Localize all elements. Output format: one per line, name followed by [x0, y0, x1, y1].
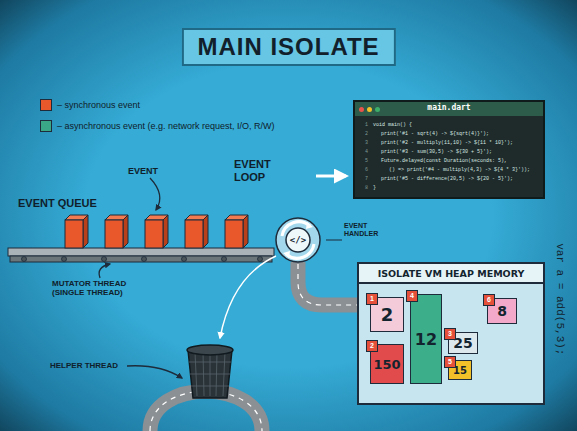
code-text: print('#5 - difference(20,5) -> ${20 - 5…: [373, 176, 513, 182]
value-text: 8: [497, 303, 507, 319]
handler-label: EVENT HANDLER: [344, 222, 392, 238]
event-label: EVENT: [128, 166, 178, 176]
legend-swatch: [40, 120, 52, 132]
code-line: 2 print('#1 - sqrt(4) -> ${sqrt(4)}');: [358, 129, 539, 138]
window-dot: [375, 107, 380, 112]
code-text: () => print('#4 - multiply(4,3) -> ${4 *…: [373, 167, 530, 173]
window-dot: [359, 107, 364, 112]
line-number: 7: [358, 176, 368, 182]
heap-memory: ISOLATE VM HEAP MEMORY12215041232551568: [357, 262, 545, 405]
legend-text: – synchronous event: [57, 100, 140, 110]
code-line: 7 print('#5 - difference(20,5) -> ${20 - …: [358, 174, 539, 183]
callout-number: 6: [483, 294, 495, 306]
heap-title: ISOLATE VM HEAP MEMORY: [378, 268, 525, 279]
legend-swatch: [40, 99, 52, 111]
legend: – synchronous event – asynchronous event …: [40, 99, 275, 141]
heap-object: 412: [410, 294, 442, 384]
legend-row: – asynchronous event (e.g. network reque…: [40, 120, 275, 132]
line-number: 8: [358, 185, 368, 191]
queue-label: EVENT QUEUE: [18, 197, 128, 210]
conveyor-belt: [8, 248, 274, 256]
legend-row: – synchronous event: [40, 99, 275, 111]
code-line: 6 () => print('#4 - multiply(4,3) -> ${4 …: [358, 165, 539, 174]
callout-number: 1: [366, 293, 378, 305]
code-body: 1 void main() { 2 print('#1 - sqrt(4) -> ${…: [355, 116, 543, 197]
value-text: 12: [415, 330, 437, 349]
leader-line: [326, 240, 342, 241]
event-loop: </>: [274, 216, 322, 264]
heap-object: 325: [448, 332, 478, 354]
heap-object: 2150: [370, 344, 404, 384]
road: [298, 262, 362, 305]
discard-arrow: [220, 256, 276, 338]
window-titlebar: main.dart: [355, 102, 543, 116]
code-text: void main() {: [373, 122, 412, 128]
code-line: 5 Future.delayed(const Duration(seconds: …: [358, 156, 539, 165]
title-banner: MAIN ISOLATE: [181, 28, 395, 66]
conveyor-rollers: [22, 257, 263, 262]
heap-object: 12: [370, 297, 404, 332]
loop-icon-text: </>: [290, 235, 306, 245]
callout-number: 4: [406, 290, 418, 302]
legend-text: – asynchronous event (e.g. network reque…: [57, 121, 275, 131]
code-annotation: var a = add(5,3);: [554, 241, 567, 357]
heap-object: 515: [448, 360, 472, 380]
code-text: print('#1 - sqrt(4) -> ${sqrt(4)}');: [373, 131, 489, 137]
event-boxes: [65, 215, 248, 248]
line-number: 4: [358, 149, 368, 155]
pointer-arrow: [150, 178, 160, 210]
code-text: print('#2 - multiply(11,10) -> ${11 * 10…: [373, 140, 513, 146]
current-line-arrow: [316, 175, 346, 178]
title: MAIN ISOLATE: [197, 33, 379, 61]
code-text: Future.delayed(const Duration(seconds: 5…: [373, 158, 507, 164]
value-text: 150: [373, 357, 400, 372]
pointer-arrow: [99, 264, 110, 278]
conveyor-belt: [10, 256, 272, 262]
code-line: 4 print('#3 - sum(30,5) -> ${30 + 5}');: [358, 147, 539, 156]
value-text: 2: [381, 304, 394, 325]
file-name: main.dart: [355, 103, 543, 112]
callout-number: 3: [444, 328, 456, 340]
heap-object: 68: [487, 298, 517, 324]
code-text: print('#3 - sum(30,5) -> ${30 + 5}');: [373, 149, 492, 155]
heap-header: ISOLATE VM HEAP MEMORY: [359, 264, 543, 284]
line-number: 5: [358, 158, 368, 164]
line-number: 1: [358, 122, 368, 128]
callout-number: 5: [444, 356, 456, 368]
code-window: main.dart 1 void main() { 2 print('#1 - sqrt…: [353, 100, 545, 199]
trash-bin: [187, 345, 233, 398]
line-number: 3: [358, 140, 368, 146]
value-text: 25: [453, 335, 472, 351]
code-line: 8}: [358, 183, 539, 192]
line-number: 6: [358, 167, 368, 173]
window-dot: [367, 107, 372, 112]
road-marking: [298, 264, 360, 305]
thread-label: MUTATOR THREAD (SINGLE THREAD): [52, 279, 152, 297]
code-line: 1 void main() {: [358, 120, 539, 129]
loop-label: EVENT LOOP: [234, 158, 282, 183]
thread-label: HELPER THREAD: [50, 361, 130, 370]
line-number: 2: [358, 131, 368, 137]
code-text: }: [373, 185, 376, 191]
code-line: 3 print('#2 - multiply(11,10) -> ${11 * 1…: [358, 138, 539, 147]
pointer-arrow: [127, 366, 182, 378]
callout-number: 2: [366, 340, 378, 352]
